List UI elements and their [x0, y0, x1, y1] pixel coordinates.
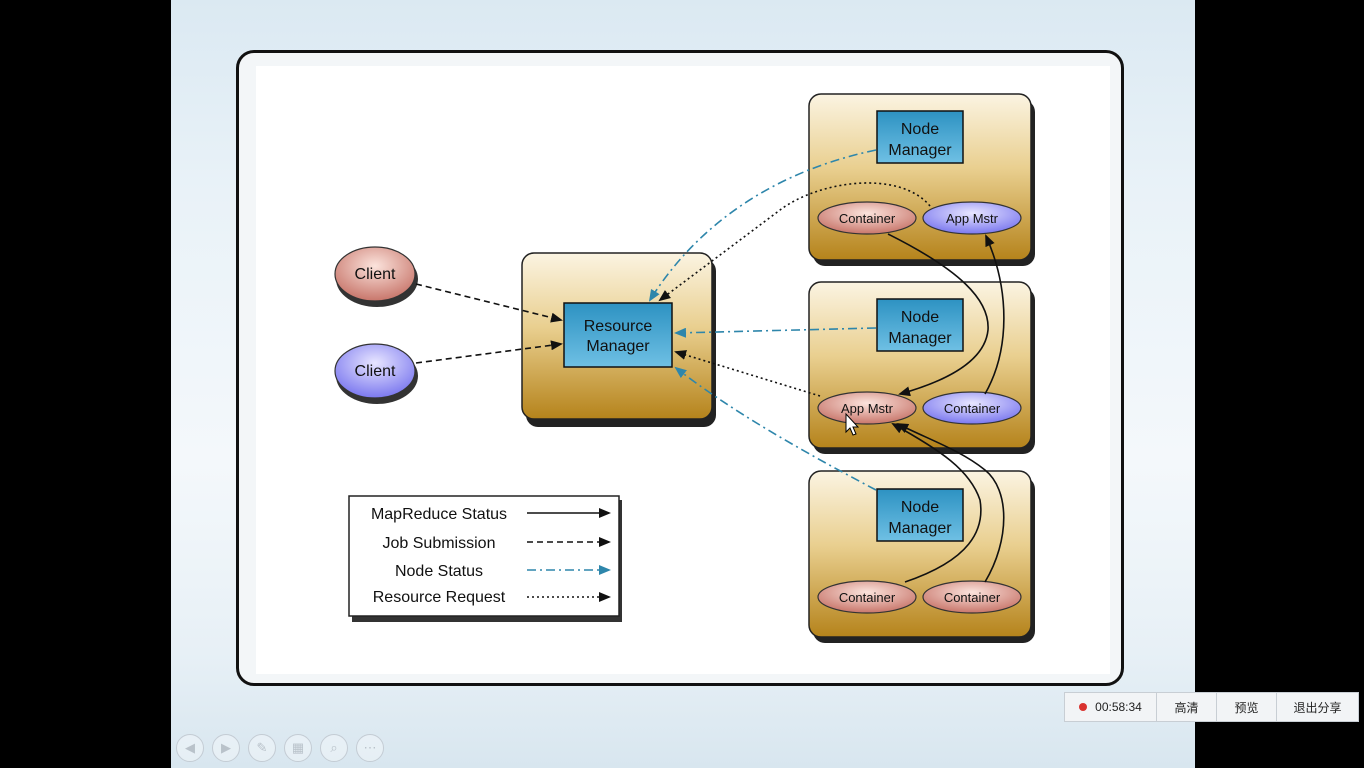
mouse-cursor-icon — [845, 412, 860, 436]
node-box-1: Node Manager — [808, 93, 1035, 266]
legend-label-resource-request: Resource Request — [373, 589, 506, 606]
node-3-right-label: Container — [944, 590, 1001, 605]
node-2-right-label: Container — [944, 401, 1001, 416]
node-manager-1 — [876, 110, 964, 164]
node-3-container-b: Container — [922, 580, 1022, 614]
pen-icon[interactable]: ✎ — [248, 734, 276, 762]
presentation-toolbar: ◀ ▶ ✎ ▦ ⌕ ⋯ — [176, 734, 384, 764]
prev-icon[interactable]: ◀ — [176, 734, 204, 762]
resource-request-arrow-1 — [658, 182, 931, 302]
recording-dot-icon — [1079, 703, 1088, 711]
node-1-container: Container — [817, 201, 917, 235]
client-label-1: Client — [355, 266, 396, 283]
node-manager-3-label-1: Node — [901, 499, 939, 516]
zoom-icon[interactable]: ⌕ — [320, 734, 348, 762]
mapreduce-status-arrow-1 — [887, 233, 989, 397]
slides-icon[interactable]: ▦ — [284, 734, 312, 762]
resource-manager-label-2: Manager — [586, 338, 650, 355]
more-icon[interactable]: ⋯ — [356, 734, 384, 762]
legend: MapReduce Status Job Submission Node Sta… — [348, 495, 622, 622]
node-manager-1-label-2: Manager — [888, 142, 952, 159]
node-box-2: Node Manager — [808, 281, 1035, 454]
node-manager-2 — [876, 298, 964, 352]
node-manager-2-label-2: Manager — [888, 330, 952, 347]
resource-manager-node: Resource Manager — [521, 252, 716, 427]
node-manager-2-label-1: Node — [901, 309, 939, 326]
resource-request-arrow-2 — [674, 350, 821, 397]
legend-label-job-submission: Job Submission — [383, 535, 496, 552]
node-2-left-label: App Mstr — [841, 401, 894, 416]
legend-label-mapreduce-status: MapReduce Status — [371, 506, 507, 523]
preview-button[interactable]: 预览 — [1217, 693, 1277, 721]
node-manager-1-label-1: Node — [901, 121, 939, 138]
node-manager-3-label-2: Manager — [888, 520, 952, 537]
resource-manager-label-1: Resource — [584, 318, 653, 335]
node-manager-3 — [876, 488, 964, 542]
hd-button[interactable]: 高清 — [1157, 693, 1217, 721]
job-submission-arrow-1 — [415, 283, 563, 323]
node-3-container-a: Container — [817, 580, 917, 614]
mapreduce-status-arrow-2 — [984, 234, 1005, 395]
mapreduce-status-arrow-4 — [896, 423, 1005, 583]
node-status-arrow-1 — [648, 149, 877, 302]
connectors — [415, 149, 1005, 583]
node-2-container: Container — [922, 391, 1022, 425]
screen-share-bar: 00:58:34 高清 预览 退出分享 — [1064, 692, 1359, 722]
node-status-arrow-2 — [674, 327, 877, 338]
node-1-right-label: App Mstr — [946, 211, 999, 226]
node-3-left-label: Container — [839, 590, 896, 605]
node-2-app-master: App Mstr — [817, 391, 917, 425]
job-submission-arrow-2 — [415, 340, 563, 364]
recording-timer: 00:58:34 — [1065, 693, 1157, 721]
client-label-2: Client — [355, 363, 396, 380]
node-1-left-label: Container — [839, 211, 896, 226]
next-icon[interactable]: ▶ — [212, 734, 240, 762]
legend-label-node-status: Node Status — [395, 563, 483, 580]
client-node-2: Client — [334, 343, 418, 404]
timer-text: 00:58:34 — [1095, 700, 1142, 714]
client-node-1: Client — [334, 246, 418, 307]
mapreduce-status-arrow-3 — [891, 423, 982, 583]
exit-share-button[interactable]: 退出分享 — [1293, 700, 1342, 715]
node-1-app-master: App Mstr — [922, 201, 1022, 235]
